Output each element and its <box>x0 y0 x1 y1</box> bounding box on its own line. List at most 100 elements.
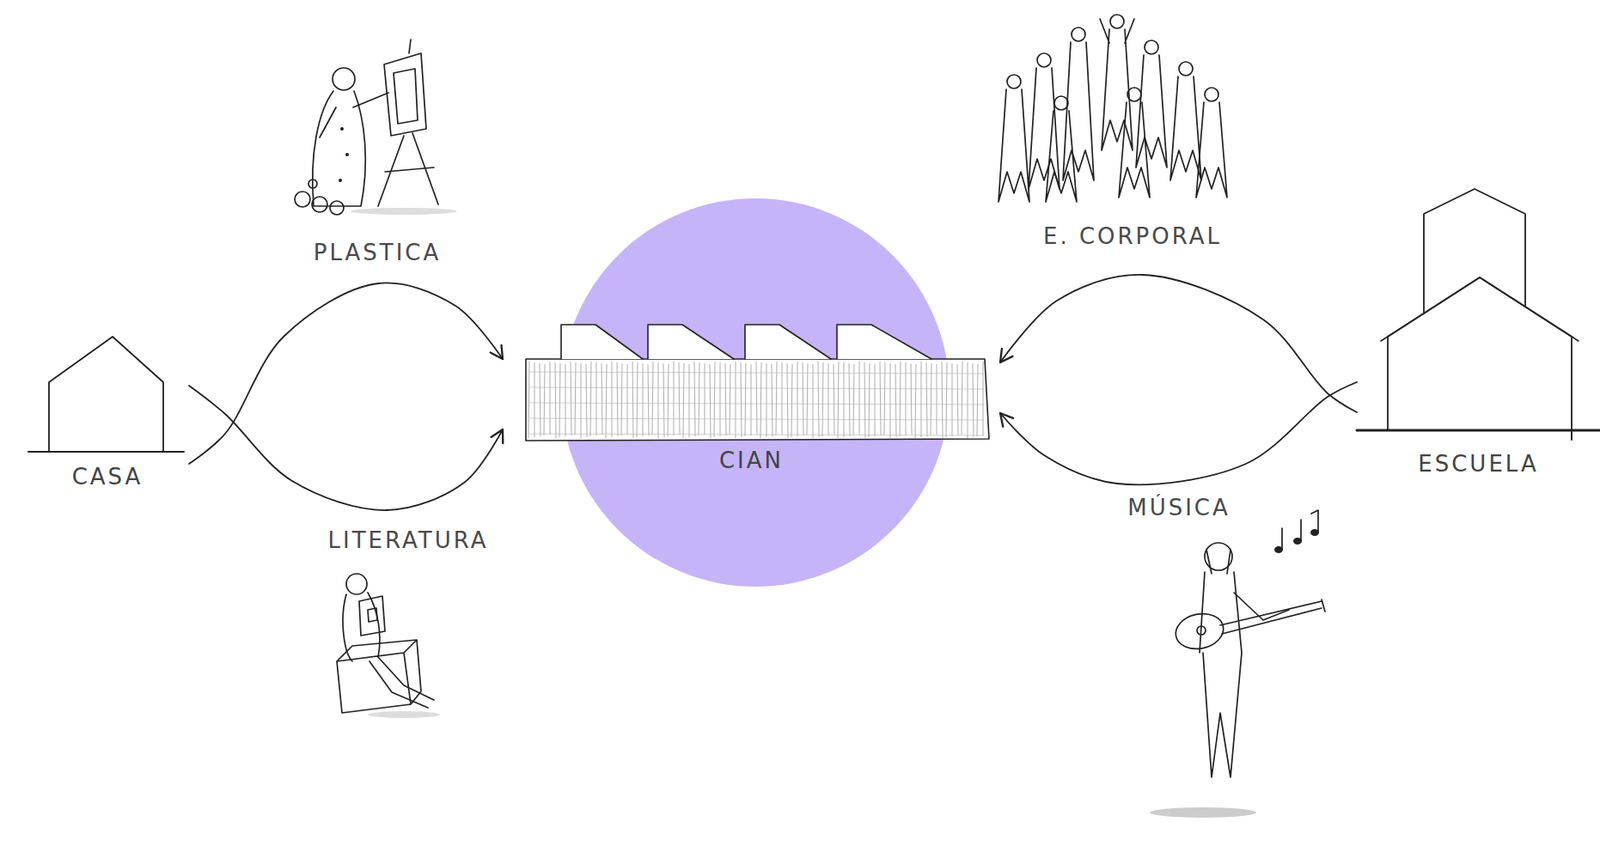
head <box>1127 87 1142 102</box>
hatch-line <box>529 387 984 390</box>
hatch-line <box>781 362 783 435</box>
hatch-line <box>859 361 861 435</box>
hatch-line <box>921 361 923 438</box>
hatch-line <box>822 362 824 437</box>
dancer <box>1062 42 1094 181</box>
hatch-line <box>636 362 638 438</box>
hatch-line <box>529 418 984 421</box>
head <box>1144 40 1159 55</box>
hatch-line <box>806 363 808 435</box>
hatch-line <box>771 364 773 437</box>
hatch-line <box>766 363 768 438</box>
dot <box>345 152 349 157</box>
hatch-line <box>709 364 711 439</box>
node-label: CASA <box>72 464 144 491</box>
shadow <box>1149 807 1257 819</box>
hatch-line <box>714 361 715 438</box>
dancer <box>1028 67 1060 190</box>
dancers-figure <box>998 14 1228 202</box>
head <box>1110 14 1124 29</box>
dancer <box>1135 54 1167 168</box>
hatch-line <box>543 364 545 436</box>
body <box>342 592 380 662</box>
hatch-line <box>895 364 897 438</box>
guitar-body <box>1172 610 1227 654</box>
hatch-line <box>694 361 696 437</box>
hatch-line <box>833 364 835 435</box>
reader-figure <box>336 574 440 719</box>
head <box>332 67 355 91</box>
hatch-line <box>802 362 804 436</box>
hatch-line <box>647 364 649 436</box>
hatch-line <box>616 362 618 437</box>
guitar-hole <box>1196 626 1206 636</box>
dot <box>340 127 344 131</box>
hatch-line <box>642 363 644 437</box>
edge-label: LITERATURA <box>328 527 489 555</box>
arm <box>1233 592 1289 621</box>
hatch-line <box>751 364 752 436</box>
hatch-line <box>565 364 567 437</box>
hatch-line <box>683 363 684 439</box>
dancer <box>1118 102 1150 198</box>
hatch-line <box>890 363 892 439</box>
easel-canvas <box>393 68 418 124</box>
hatch-line <box>977 364 978 437</box>
hatch-line <box>972 363 974 438</box>
book <box>359 596 385 636</box>
edge-label: PLASTICA <box>313 239 442 267</box>
hatch-line <box>725 363 727 436</box>
hatch-line <box>760 362 762 439</box>
outline-stroke <box>48 336 164 452</box>
hatch-line <box>910 363 912 435</box>
outline-stroke <box>745 324 831 360</box>
hatch-line <box>580 363 582 439</box>
edge-label: MÚSICA <box>1127 494 1231 522</box>
hatch-line <box>539 363 541 437</box>
outline-stroke <box>28 451 184 453</box>
hatch-line <box>952 363 953 437</box>
edge-label: E. CORPORAL <box>1043 223 1222 251</box>
dancer <box>1099 18 1135 151</box>
paint-pot <box>294 191 311 208</box>
hatch-line <box>843 362 845 438</box>
hatch-line <box>559 363 561 438</box>
hatch-line <box>828 363 830 436</box>
legs <box>369 657 434 709</box>
music-note-stem <box>1282 510 1319 550</box>
dancer <box>1045 110 1077 202</box>
curved-arrow <box>1000 274 1357 413</box>
hatch-line <box>740 362 742 438</box>
hair <box>1206 549 1231 575</box>
outline-stroke <box>561 324 643 360</box>
node-outline <box>1356 184 1600 482</box>
hatch-line <box>663 363 665 438</box>
paint-pot <box>308 179 318 189</box>
outline-stroke <box>1387 277 1572 431</box>
hatch-line <box>627 364 629 435</box>
head <box>1054 96 1069 110</box>
hatch-line <box>529 403 984 405</box>
hatch-line <box>941 361 943 439</box>
hatch-line <box>570 361 572 436</box>
hatch-line <box>735 361 737 439</box>
node-label: ESCUELA <box>1417 451 1539 478</box>
hatch-line <box>574 362 576 435</box>
outline-stroke <box>1380 277 1579 342</box>
hatch-line <box>529 372 984 374</box>
hatch-line <box>555 362 556 439</box>
hatch-line <box>529 433 984 436</box>
hatch-line <box>528 361 530 439</box>
hatch-line <box>549 361 551 435</box>
easel-legs <box>378 39 439 207</box>
outline-stroke <box>525 359 990 441</box>
body <box>1199 572 1242 778</box>
hatch-line <box>586 364 587 438</box>
hatch-line <box>605 364 607 439</box>
hatch-line <box>848 363 850 437</box>
hatch-line <box>667 364 669 437</box>
dot <box>338 178 342 183</box>
dancer <box>998 89 1030 202</box>
hatch-line <box>689 364 691 438</box>
